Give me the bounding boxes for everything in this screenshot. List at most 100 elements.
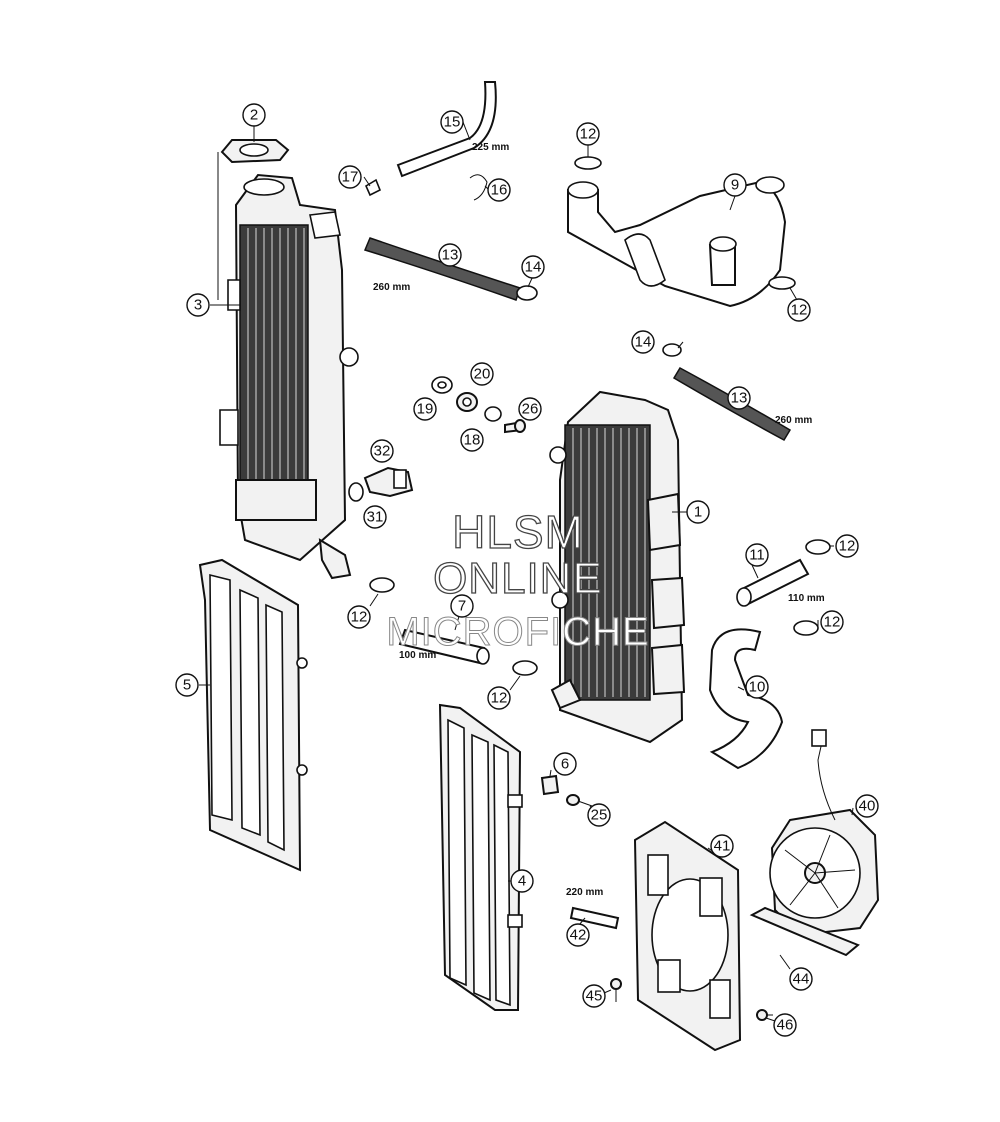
callout-15: 15	[440, 110, 464, 134]
callout-11: 11	[745, 543, 769, 567]
callout-5: 5	[175, 673, 199, 697]
svg-text:18: 18	[464, 432, 481, 449]
callout-20: 20	[470, 362, 494, 386]
cooling-fan-40	[769, 729, 880, 937]
svg-text:26: 26	[522, 401, 539, 418]
svg-text:3: 3	[194, 297, 202, 314]
right-radiator-fins	[572, 428, 646, 697]
grommet-19	[431, 376, 453, 394]
radiator-shroud-5	[198, 558, 308, 872]
dim-hose-13-right: 260 mm	[775, 415, 812, 426]
svg-text:7: 7	[458, 598, 466, 615]
svg-text:32: 32	[374, 443, 391, 460]
mesh-hose-13-top	[363, 237, 521, 301]
dim-hose-15: 225 mm	[472, 142, 509, 153]
spring-clip-16	[469, 174, 488, 201]
callout-12d: 12	[820, 610, 844, 634]
o-ring-31	[348, 482, 364, 502]
hose-clamp-12b	[768, 276, 796, 290]
callout-18: 18	[460, 428, 484, 452]
dim-hose-7: 100 mm	[399, 650, 436, 661]
svg-text:2: 2	[250, 107, 258, 124]
svg-text:12: 12	[791, 302, 808, 319]
radiator-cap	[217, 139, 290, 300]
svg-text:4: 4	[518, 873, 526, 890]
left-radiator	[219, 173, 359, 580]
svg-text:13: 13	[731, 390, 748, 407]
hose-clamp-12e	[369, 577, 395, 593]
callout-6: 6	[553, 752, 577, 776]
svg-text:1: 1	[694, 504, 702, 521]
callout-45: 45	[582, 984, 606, 1008]
callout-14b: 14	[631, 330, 655, 354]
callout-3: 3	[186, 293, 210, 317]
callout-4: 4	[510, 869, 534, 893]
svg-text:17: 17	[342, 169, 359, 186]
callout-25: 25	[587, 803, 611, 827]
straight-hose-11	[736, 558, 810, 607]
callout-41: 41	[710, 834, 734, 858]
thermo-switch-32	[363, 466, 414, 498]
hose-clamp-12f	[512, 660, 538, 676]
svg-text:12: 12	[351, 609, 368, 626]
svg-text:15: 15	[444, 114, 461, 131]
hose-clamp-14-right	[662, 343, 682, 357]
drain-hose-42	[569, 906, 620, 930]
callout-12f: 12	[487, 686, 511, 710]
watermark-line-2: ONLINE	[432, 554, 603, 603]
screw-45	[610, 978, 622, 1002]
dim-hose-13-top: 260 mm	[373, 282, 410, 293]
svg-text:25: 25	[591, 807, 608, 824]
callout-32: 32	[370, 439, 394, 463]
svg-text:10: 10	[749, 679, 766, 696]
svg-text:16: 16	[491, 182, 508, 199]
bent-hose-10	[708, 628, 784, 770]
straight-hose-7	[398, 628, 490, 665]
svg-text:45: 45	[586, 988, 603, 1005]
callout-9: 9	[723, 173, 747, 197]
callout-7: 7	[450, 594, 474, 618]
right-radiator	[549, 390, 686, 744]
y-hose-9	[567, 176, 787, 308]
svg-text:12: 12	[824, 614, 841, 631]
svg-text:11: 11	[749, 547, 765, 564]
hose-clamp-12d	[793, 620, 819, 636]
callout-40: 40	[855, 794, 879, 818]
svg-text:31: 31	[367, 509, 384, 526]
callout-16: 16	[487, 178, 511, 202]
callout-42: 42	[566, 923, 590, 947]
svg-text:9: 9	[731, 177, 739, 194]
spacer-20	[456, 392, 478, 412]
dim-hose-11: 110 mm	[788, 593, 825, 604]
callout-13a: 13	[438, 243, 462, 267]
bolt-26	[504, 419, 526, 434]
callout-10: 10	[745, 675, 769, 699]
callout-17: 17	[338, 165, 362, 189]
callout-2: 2	[242, 103, 266, 127]
svg-text:13: 13	[442, 247, 459, 264]
callout-12a: 12	[576, 122, 600, 146]
watermark-line-3: MICROFICHE	[386, 610, 650, 654]
cover-plate-44	[749, 906, 860, 957]
watermark-line-1: HLSM	[451, 506, 584, 558]
callout-31: 31	[363, 505, 387, 529]
svg-text:12: 12	[839, 538, 856, 555]
callout-12e: 12	[347, 605, 371, 629]
fan-frame-41	[633, 820, 742, 1052]
callout-14a: 14	[521, 255, 545, 279]
hose-clamp-12a	[574, 156, 602, 170]
svg-text:5: 5	[183, 677, 191, 694]
svg-text:41: 41	[714, 838, 731, 855]
callout-26: 26	[518, 397, 542, 421]
callout-13b: 13	[727, 386, 751, 410]
svg-text:19: 19	[417, 401, 434, 418]
svg-text:42: 42	[570, 927, 587, 944]
callout-19: 19	[413, 397, 437, 421]
svg-text:12: 12	[580, 126, 597, 143]
hose-clip-17	[364, 178, 382, 197]
dim-hose-42: 220 mm	[566, 887, 603, 898]
svg-text:14: 14	[635, 334, 652, 351]
callout-46: 46	[773, 1013, 797, 1037]
svg-text:14: 14	[525, 259, 542, 276]
